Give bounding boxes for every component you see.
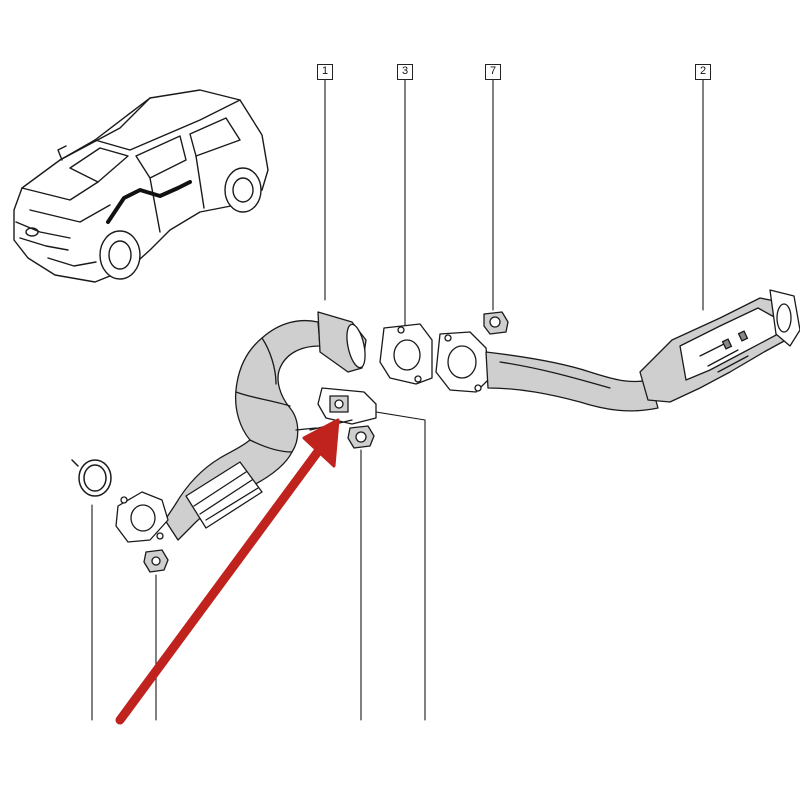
front-gasket-ring — [71, 459, 112, 497]
callout-2: 2 — [695, 64, 711, 80]
leader-lines — [91, 79, 704, 721]
mounting-nut — [347, 425, 375, 449]
callout-1: 1 — [317, 64, 333, 80]
connecting-flange — [435, 331, 491, 393]
vehicle-illustration — [13, 89, 269, 283]
callout-3: 3 — [397, 64, 413, 80]
front-exhaust-pipe — [115, 311, 367, 543]
red-pointer-arrow — [115, 418, 340, 725]
nut-7 — [483, 311, 509, 335]
leader-bracket — [375, 411, 426, 721]
catalytic-converter-2 — [485, 289, 800, 412]
front-nut — [143, 549, 169, 573]
gasket-3 — [379, 323, 433, 385]
callout-7: 7 — [485, 64, 501, 80]
mounting-bracket — [295, 387, 377, 431]
